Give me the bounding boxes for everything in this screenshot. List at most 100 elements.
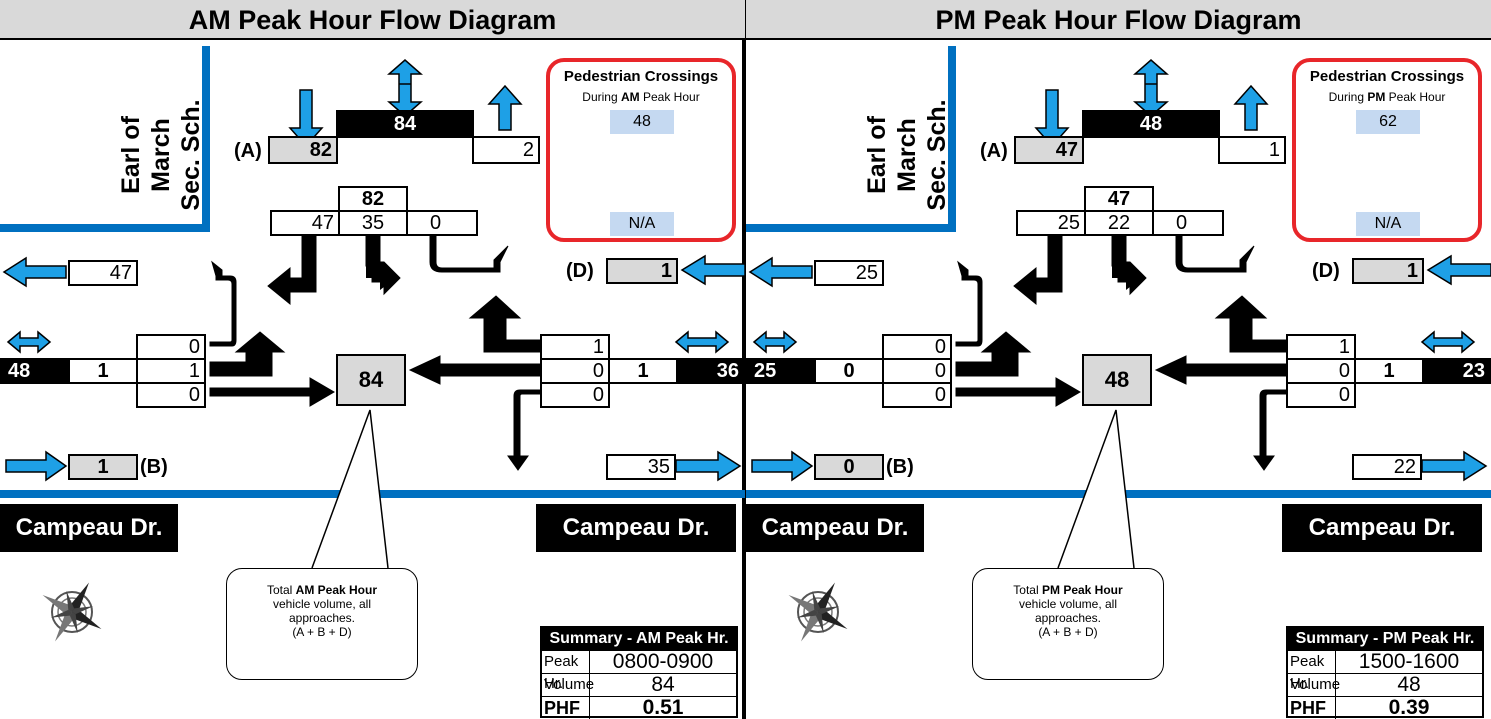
east-through-volume: 1 bbox=[1354, 358, 1424, 384]
east-row-left: 1 bbox=[1286, 334, 1356, 360]
label-b: (B) bbox=[886, 456, 914, 478]
callout-line1: Total AM Peak Hour bbox=[266, 583, 378, 597]
summary-volume-value: 48 bbox=[1397, 673, 1421, 696]
west-through-volume: 1 bbox=[68, 358, 138, 384]
ped-title: Pedestrian Crossings bbox=[563, 68, 719, 85]
east-inbound-volume: 1 bbox=[606, 258, 678, 284]
west-inbound-volume: 0 bbox=[814, 454, 884, 480]
street-label-west: Campeau Dr. bbox=[0, 504, 178, 552]
west-row-right: 0 bbox=[136, 382, 206, 408]
north-right-turn: 25 bbox=[1016, 210, 1086, 236]
callout-line4: (A + B + D) bbox=[292, 625, 352, 639]
north-left-turn: 0 bbox=[406, 210, 478, 236]
pm-peak-panel: PM Peak Hour Flow Diagram bbox=[746, 0, 1491, 719]
west-row-right: 0 bbox=[882, 382, 952, 408]
north-turns-total: 82 bbox=[338, 186, 408, 212]
center-total-volume: 48 bbox=[1082, 354, 1152, 406]
ped-north-count: 48 bbox=[610, 110, 674, 134]
school-label: Earl of March Sec. Sch. bbox=[116, 80, 206, 230]
ped-south-count: N/A bbox=[610, 212, 674, 236]
north-inbound-volume: 47 bbox=[1014, 136, 1084, 164]
ped-subtitle: During AM Peak Hour bbox=[582, 90, 700, 104]
am-peak-panel: AM Peak Hour Flow Diagram bbox=[0, 0, 745, 719]
callout-line2: vehicle volume, all bbox=[1018, 597, 1118, 611]
west-outbound-volume: 25 bbox=[814, 260, 884, 286]
school-label-line1: Earl of March bbox=[863, 116, 921, 194]
summary-phf-label: PHF bbox=[1288, 697, 1336, 719]
black-arrows bbox=[209, 233, 541, 471]
ped-north-count: 62 bbox=[1356, 110, 1420, 134]
blue-arrows bbox=[748, 59, 1491, 482]
label-d: (D) bbox=[566, 260, 594, 282]
summary-peak-label: Peak Hr. bbox=[542, 651, 590, 692]
summary-row-peak: Peak Hr. 0800-0900 bbox=[542, 650, 736, 692]
summary-peak-value: 0800-0900 bbox=[612, 650, 714, 673]
north-through: 22 bbox=[1084, 210, 1154, 236]
east-row-through: 0 bbox=[540, 358, 610, 384]
west-outbound-volume: 47 bbox=[68, 260, 138, 286]
compass-icon bbox=[42, 582, 102, 642]
callout-line2: vehicle volume, all bbox=[272, 597, 372, 611]
north-left-turn: 0 bbox=[1152, 210, 1224, 236]
west-total-volume: 48 bbox=[0, 358, 70, 384]
east-row-right: 0 bbox=[540, 382, 610, 408]
east-row-left: 1 bbox=[540, 334, 610, 360]
street-label-east: Campeau Dr. bbox=[536, 504, 736, 552]
north-total-volume: 84 bbox=[336, 110, 474, 138]
summary-row-phf: PHF 0.39 bbox=[1288, 696, 1482, 719]
west-inbound-volume: 1 bbox=[68, 454, 138, 480]
east-outbound-volume: 35 bbox=[606, 454, 676, 480]
summary-peak-value: 1500-1600 bbox=[1358, 650, 1460, 673]
north-through: 35 bbox=[338, 210, 408, 236]
north-outbound-volume: 1 bbox=[1218, 136, 1286, 164]
ped-south-count: N/A bbox=[1356, 212, 1420, 236]
pedestrian-crossings-box: Pedestrian Crossings During AM Peak Hour… bbox=[546, 58, 736, 242]
summary-row-volume: Volume 48 bbox=[1288, 673, 1482, 696]
north-total-volume: 48 bbox=[1082, 110, 1220, 138]
west-row-left: 0 bbox=[136, 334, 206, 360]
total-volume-callout: Total AM Peak Hour vehicle volume, all a… bbox=[226, 568, 418, 680]
ped-title: Pedestrian Crossings bbox=[1309, 68, 1465, 85]
street-label-east: Campeau Dr. bbox=[1282, 504, 1482, 552]
label-b: (B) bbox=[140, 456, 168, 478]
street-label-west: Campeau Dr. bbox=[746, 504, 924, 552]
east-row-through: 0 bbox=[1286, 358, 1356, 384]
west-through-volume: 0 bbox=[814, 358, 884, 384]
summary-phf-value: 0.39 bbox=[1388, 696, 1430, 719]
east-inbound-volume: 1 bbox=[1352, 258, 1424, 284]
label-a: (A) bbox=[234, 140, 262, 162]
compass-icon bbox=[788, 582, 848, 642]
pedestrian-crossings-box: Pedestrian Crossings During PM Peak Hour… bbox=[1292, 58, 1482, 242]
summary-phf-value: 0.51 bbox=[642, 696, 684, 719]
summary-volume-value: 84 bbox=[651, 673, 675, 696]
callout-line3: approaches. bbox=[288, 611, 356, 625]
north-outbound-volume: 2 bbox=[472, 136, 540, 164]
west-row-through: 1 bbox=[136, 358, 206, 384]
summary-phf-label: PHF bbox=[542, 697, 590, 719]
label-d: (D) bbox=[1312, 260, 1340, 282]
school-label-line2: Sec. Sch. bbox=[177, 99, 205, 211]
summary-volume-label: Volume bbox=[1288, 674, 1340, 696]
callout-pointer bbox=[311, 409, 389, 569]
panel-title: PM Peak Hour Flow Diagram bbox=[746, 0, 1491, 40]
north-right-turn: 47 bbox=[270, 210, 340, 236]
summary-title: Summary - PM Peak Hr. bbox=[1288, 628, 1482, 650]
callout-line3: approaches. bbox=[1034, 611, 1102, 625]
flow-arrows-layer bbox=[746, 46, 1491, 642]
north-inbound-volume: 82 bbox=[268, 136, 338, 164]
north-turns-total: 47 bbox=[1084, 186, 1154, 212]
callout-pointer bbox=[1057, 409, 1135, 569]
label-a: (A) bbox=[980, 140, 1008, 162]
west-row-left: 0 bbox=[882, 334, 952, 360]
black-arrows bbox=[955, 233, 1287, 471]
panel-title: AM Peak Hour Flow Diagram bbox=[0, 0, 745, 40]
east-outbound-volume: 22 bbox=[1352, 454, 1422, 480]
east-row-right: 0 bbox=[1286, 382, 1356, 408]
east-total-volume: 36 bbox=[676, 358, 745, 384]
school-label-line2: Sec. Sch. bbox=[923, 99, 951, 211]
school-label: Earl of March Sec. Sch. bbox=[862, 80, 952, 230]
summary-table: Summary - PM Peak Hr. Peak Hr. 1500-1600… bbox=[1286, 626, 1484, 719]
total-volume-callout: Total PM Peak Hour vehicle volume, all a… bbox=[972, 568, 1164, 680]
west-total-volume: 25 bbox=[746, 358, 816, 384]
summary-table: Summary - AM Peak Hr. Peak Hr. 0800-0900… bbox=[540, 626, 738, 719]
